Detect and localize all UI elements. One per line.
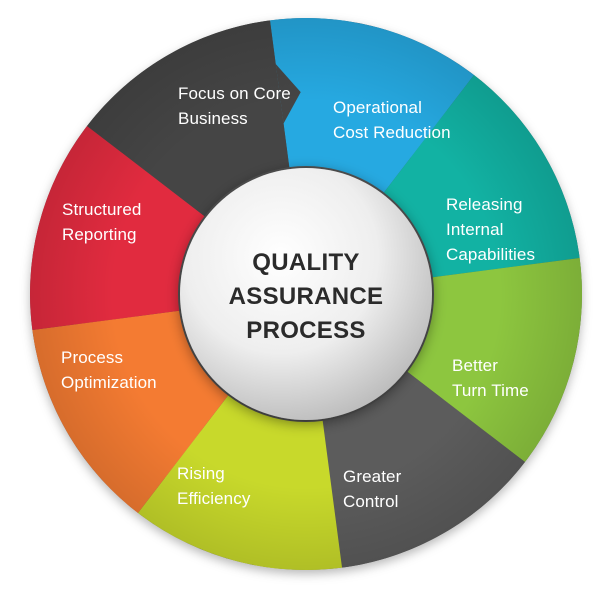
center-title-line-2: ASSURANCE <box>228 283 384 310</box>
label-line: Control <box>343 492 399 511</box>
label-line: Focus on Core <box>178 84 291 103</box>
label-releasing-internal-capabilities: Releasing Internal Capabilities <box>446 192 535 267</box>
hub-circle <box>180 168 432 420</box>
label-line: Releasing <box>446 195 523 214</box>
label-process-optimization: Process Optimization <box>61 345 157 395</box>
label-focus-on-core-business: Focus on Core Business <box>178 81 291 131</box>
label-line: Efficiency <box>177 489 251 508</box>
label-line: Process <box>61 348 124 367</box>
label-rising-efficiency: Rising Efficiency <box>177 461 250 511</box>
label-line: Reporting <box>62 225 137 244</box>
label-structured-reporting: Structured Reporting <box>62 197 141 247</box>
center-hub <box>180 168 432 420</box>
label-operational-cost-reduction: Operational Cost Reduction <box>333 95 451 145</box>
label-line: Greater <box>343 467 402 486</box>
label-line: Capabilities <box>446 245 536 264</box>
label-line: Structured <box>62 200 142 219</box>
center-title-line-1: QUALITY <box>252 249 360 276</box>
label-line: Cost Reduction <box>333 123 451 142</box>
center-title-line-3: PROCESS <box>246 317 366 344</box>
center-title: QUALITY ASSURANCE PROCESS <box>206 246 406 348</box>
segments-layer <box>29 17 583 571</box>
label-line: Internal <box>446 220 504 239</box>
label-greater-control: Greater Control <box>343 464 401 514</box>
label-line: Business <box>178 109 248 128</box>
label-line: Better <box>452 356 498 375</box>
label-line: Optimization <box>61 373 157 392</box>
label-line: Operational <box>333 98 422 117</box>
label-better-turn-time: Better Turn Time <box>452 353 529 403</box>
label-line: Turn Time <box>452 381 529 400</box>
label-line: Rising <box>177 464 225 483</box>
